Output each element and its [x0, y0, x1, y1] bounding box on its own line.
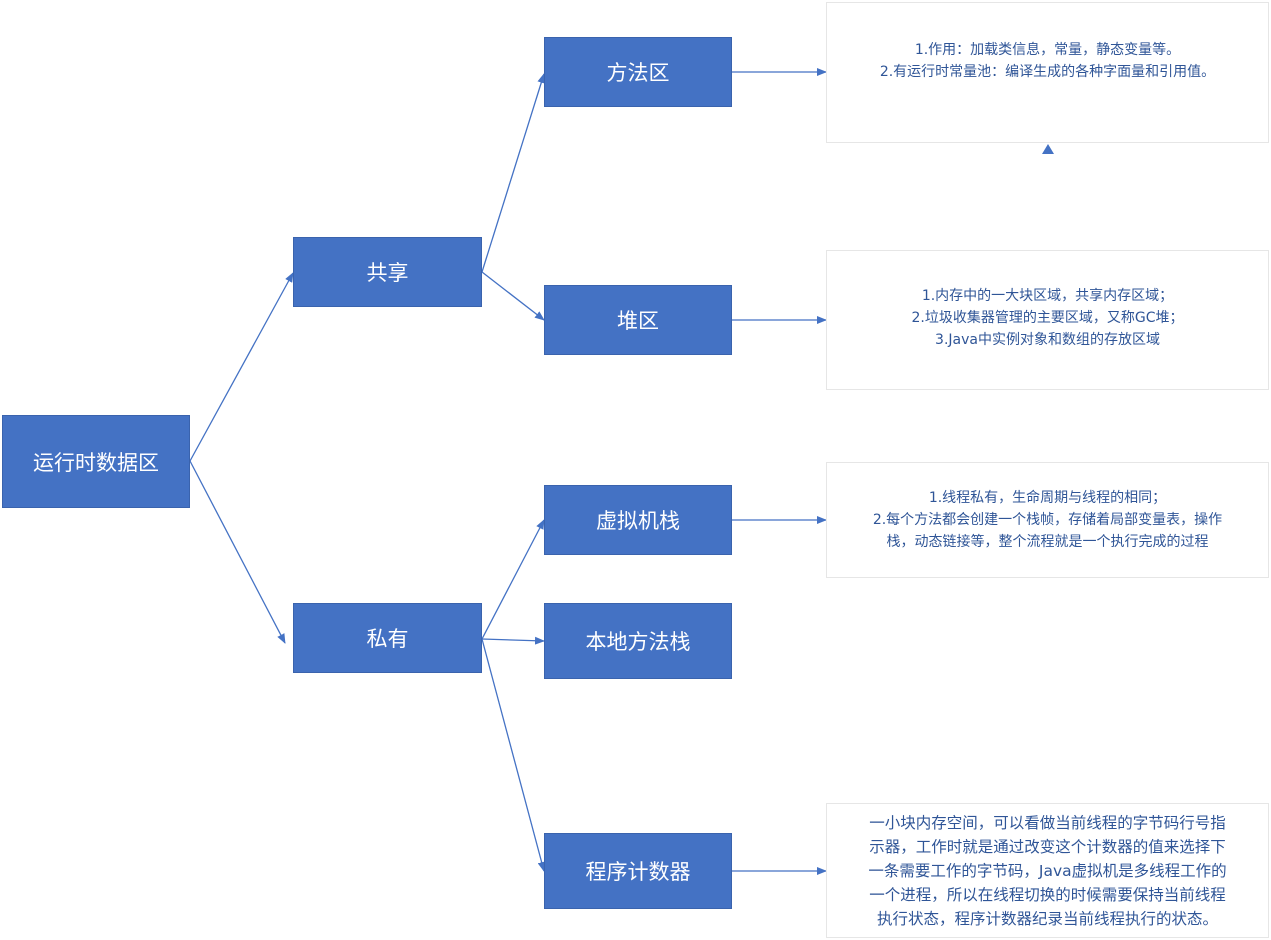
note-line: 执行状态，程序计数器纪录当前线程执行的状态。	[876, 909, 1218, 928]
node-runtime-data-area[interactable]: 运行时数据区	[2, 415, 190, 508]
small-up-arrow	[1042, 144, 1054, 154]
note-method-area: 1.作用：加载类信息，常量，静态变量等。 2.有运行时常量池：编译生成的各种字面…	[826, 2, 1269, 143]
edge-private-native-stack	[481, 636, 545, 645]
note-line: 2.有运行时常量池：编译生成的各种字面量和引用值。	[879, 63, 1216, 80]
node-program-counter[interactable]: 程序计数器	[544, 833, 732, 909]
note-line: 一小块内存空间，可以看做当前线程的字节码行号指	[869, 813, 1226, 832]
node-label: 运行时数据区	[33, 450, 159, 475]
note-line: 一条需要工作的字节码，Java虚拟机是多线程工作的	[868, 861, 1227, 880]
edge-shared-heap	[481, 271, 545, 321]
note-vm-stack: 1.线程私有，生命周期与线程的相同； 2.每个方法都会创建一个栈帧，存储着局部变…	[826, 462, 1269, 578]
node-label: 程序计数器	[585, 860, 691, 884]
node-private[interactable]: 私有	[293, 603, 482, 673]
note-line: 一个进程，所以在线程切换的时候需要保持当前线程	[869, 885, 1226, 904]
node-label: 堆区	[617, 309, 659, 333]
node-shared[interactable]: 共享	[293, 237, 482, 307]
node-label: 本地方法栈	[585, 630, 691, 654]
note-heap: 1.内存中的一大块区域，共享内存区域； 2.垃圾收集器管理的主要区域，又称GC堆…	[826, 250, 1269, 390]
node-native-method-stack[interactable]: 本地方法栈	[544, 603, 732, 679]
note-line: 1.内存中的一大块区域，共享内存区域；	[921, 288, 1174, 304]
node-method-area[interactable]: 方法区	[544, 37, 732, 107]
note-line: 2.每个方法都会创建一个栈帧，存储着局部变量表，操作	[872, 512, 1223, 528]
edge-private-pc	[481, 638, 546, 872]
node-heap[interactable]: 堆区	[544, 285, 732, 355]
node-vm-stack[interactable]: 虚拟机栈	[544, 485, 732, 555]
note-line: 栈，动态链接等，整个流程就是一个执行完成的过程	[886, 534, 1209, 550]
note-line: 3.Java中实例对象和数组的存放区域	[935, 332, 1160, 348]
node-label: 方法区	[606, 61, 670, 85]
note-program-counter: 一小块内存空间，可以看做当前线程的字节码行号指 示器，工作时就是通过改变这个计数…	[826, 803, 1269, 938]
note-line: 示器，工作时就是通过改变这个计数器的值来选择下	[869, 837, 1226, 856]
node-label: 虚拟机栈	[596, 509, 680, 533]
edge-shared-method-area	[481, 73, 546, 273]
edge-root-private	[189, 460, 286, 644]
edge-root-shared	[189, 272, 294, 462]
node-label: 共享	[366, 261, 409, 285]
note-line: 2.垃圾收集器管理的主要区域，又称GC堆；	[911, 310, 1184, 326]
note-line: 1.线程私有，生命周期与线程的相同；	[928, 490, 1167, 506]
note-line: 1.作用：加载类信息，常量，静态变量等。	[914, 41, 1181, 58]
edge-private-vm-stack	[481, 519, 545, 640]
node-label: 私有	[366, 627, 409, 651]
